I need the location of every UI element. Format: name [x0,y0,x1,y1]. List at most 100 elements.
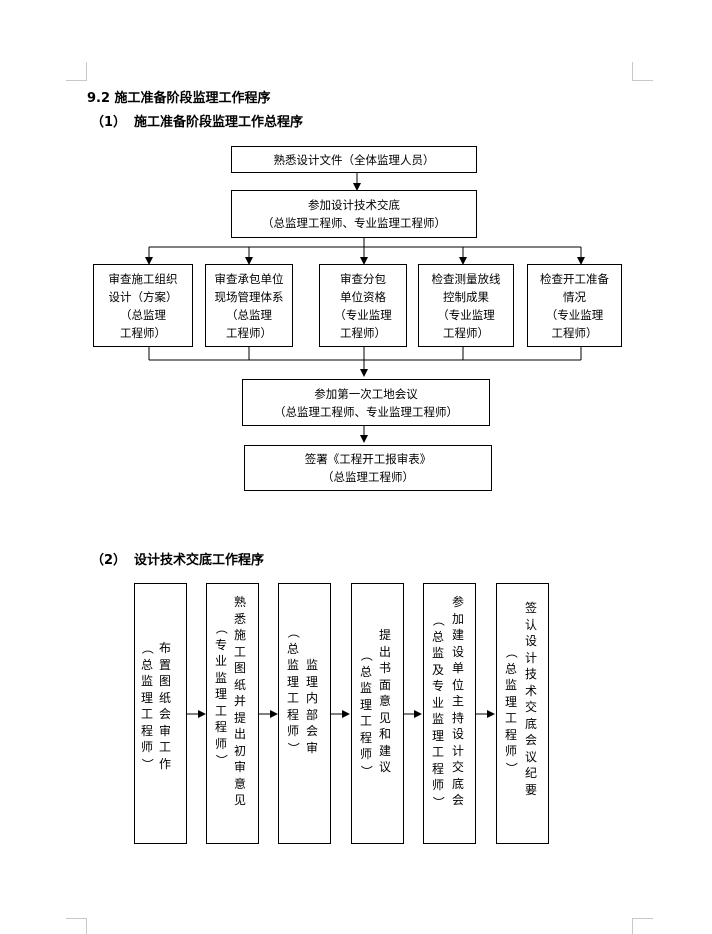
vertical-char: 审 [306,740,319,755]
vertical-char: 和 [379,727,392,741]
disclosure-step-5-main-column: 参加建设单位主持设计交底会 [452,594,464,809]
vertical-char: 部 [306,707,319,722]
vertical-char: 参 [452,595,465,609]
vertical-char: 设 [452,727,465,741]
step-sign-commencement-form: 签署《工程开工报审表》 （总监理工程师） [244,445,492,491]
crop-mark-top-left [66,62,87,81]
vertical-char: 专 [432,679,445,693]
vertical-char: ） [431,795,446,808]
branch-box-1-line4: 工程师） [120,325,166,340]
disclosure-step-6-role-column: （总监理工程师） [504,644,518,776]
vertical-char: 监 [306,658,319,672]
vertical-char: 提 [234,710,247,725]
branch-box-5-line4: 工程师） [551,325,598,340]
branch-box-1-line2: 设计（方案） [108,289,178,304]
vertical-char: 出 [379,644,392,659]
vertical-char: 图 [234,661,247,675]
step-first-site-meeting: 参加第一次工地会议 （总监理工程师、专业监理工程师） [242,379,490,426]
vertical-char: 程 [141,723,154,738]
disclosure-step-5: 参加建设单位主持设计交底会 （总监及专业监理工程师） [423,583,476,844]
subtitle-2-text: 设计技术交底工作程序 [134,553,265,568]
vertical-char: 主 [452,694,465,708]
vertical-char: 理 [141,690,154,705]
vertical-char: 施 [234,628,247,642]
vertical-char: 建 [452,628,465,642]
vertical-char: ） [214,754,229,767]
subtitle-2-number: （2） [91,553,127,568]
branch-box-2-line2: 现场管理体系 [214,289,284,304]
vertical-char: 底 [525,716,538,731]
vertical-char: 监 [505,678,518,692]
branch-box-2: 审查承包单位 现场管理体系 （总监理 工程师） [205,264,293,347]
vertical-char: 纸 [159,690,172,705]
disclosure-step-4: 提出书面意见和建议 （总监理工程师） [351,583,404,844]
branch-box-5-line1: 检查开工准备 [540,271,609,286]
disclosure-step-3: 监理内部会审 （总监理工程师） [278,583,331,844]
vertical-char: 业 [432,695,445,710]
vertical-char: 技 [525,667,538,681]
subtitle-1-number: （1） [91,115,127,130]
subtitle-2: （2） 设计技术交底工作程序 [91,549,264,568]
vertical-char: 理 [306,674,319,689]
vertical-char: 工 [360,714,373,728]
vertical-char: 程 [360,730,373,745]
disclosure-step-3-role-column: （总监理工程师） [286,624,300,756]
vertical-char: 并 [234,694,247,708]
vertical-char: 监 [287,658,300,672]
vertical-char: 计 [525,650,538,665]
branch-box-5: 检查开工准备 情况 （专业监理 工程师） [527,264,622,347]
crop-mark-top-right [632,62,653,81]
branch-box-4-line4: 工程师） [443,325,489,340]
disclosure-step-1: 布置图纸会审工作 （总监理工程师） [134,583,187,844]
vertical-char: 工 [234,644,247,659]
vertical-char: 会 [159,707,172,721]
vertical-char: 图 [159,674,172,688]
vertical-char: 程 [215,720,228,734]
design-disclosure-line2: （总监理工程师、专业监理工程师） [262,216,446,230]
branch-box-5-line2: 情况 [563,289,586,304]
subtitle-1-text: 施工准备阶段监理工作总程序 [134,115,304,130]
disclosure-step-3-main-column: 监理内部会审 [306,657,318,756]
disclosure-step-2-role-column: （专业监理工程师） [214,620,229,769]
vertical-char: 设 [452,644,465,659]
branch-box-5-line3: （专业监理 [545,307,604,322]
branch-box-2-line1: 审查承包单位 [214,271,284,286]
vertical-char: （ [214,622,229,635]
vertical-char: 程 [505,727,518,742]
vertical-char: 交 [452,760,465,774]
vertical-char: 理 [360,697,373,712]
vertical-char: （ [140,642,155,655]
vertical-char: 监 [141,674,154,688]
subtitle-1: （1） 施工准备阶段监理工作总程序 [91,111,303,130]
disclosure-step-5-role-column: （总监及专业监理工程师） [431,612,446,810]
vertical-char: 单 [452,661,465,675]
vertical-char: 作 [159,756,172,771]
vertical-char: 要 [525,782,538,797]
vertical-char: 议 [525,749,538,764]
vertical-char: 师 [505,744,518,758]
disclosure-step-4-role-column: （总监理工程师） [359,647,374,779]
vertical-char: 议 [379,760,392,774]
first-site-meeting-line2: （总监理工程师、专业监理工程师） [274,404,458,419]
vertical-char: 工 [505,711,518,725]
vertical-char: 签 [525,601,538,615]
vertical-char: 会 [306,724,319,738]
vertical-char: 监 [432,712,445,726]
branch-box-2-line3: （总监理 [226,307,272,322]
branch-box-3-line3: （专业监理 [334,307,392,322]
disclosure-step-1-main-column: 布置图纸会审工作 [159,640,171,772]
crop-mark-bottom-right [632,918,653,934]
vertical-char: （ [359,649,374,662]
vertical-char: ） [140,757,155,770]
step-design-technical-disclosure: 参加设计技术交底 （总监理工程师、专业监理工程师） [231,190,477,238]
disclosure-step-2: 熟悉施工图纸并提出初审意见 （专业监理工程师） [206,583,259,844]
vertical-char: 纸 [234,677,247,692]
vertical-char: 程 [287,707,300,722]
vertical-char: 审 [234,760,247,774]
disclosure-step-6-main-column: 签认设计技术交底会议纪要 [525,600,537,798]
vertical-char: 交 [525,700,538,714]
branch-box-3: 审查分包 单位资格 （专业监理 工程师） [319,264,407,347]
step-familiarize-design-documents-text: 熟悉设计文件（全体监理人员） [273,152,435,167]
vertical-char: 专 [215,637,228,652]
vertical-char: 面 [379,677,392,692]
